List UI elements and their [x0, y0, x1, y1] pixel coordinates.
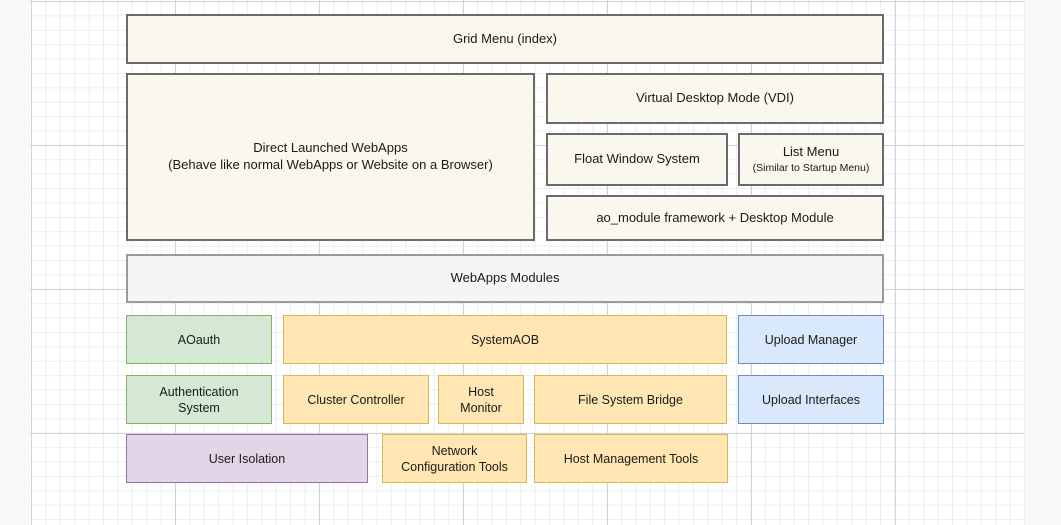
node-grid-menu-label: Grid Menu (index) [452, 30, 558, 46]
node-host-monitor[interactable]: Host Monitor [438, 375, 524, 424]
node-authentication-system-label-line1: Authentication [159, 384, 239, 399]
node-host-management-tools[interactable]: Host Management Tools [534, 434, 728, 483]
node-aoauth[interactable]: AOauth [126, 315, 272, 364]
node-aoauth-label: AOauth [177, 332, 221, 347]
node-user-isolation-label: User Isolation [208, 451, 286, 466]
node-upload-manager[interactable]: Upload Manager [738, 315, 884, 364]
node-cluster-controller-label: Cluster Controller [307, 392, 405, 407]
node-direct-launched-webapps-sublabel: (Behave like normal WebApps or Website o… [168, 157, 493, 172]
node-direct-launched-webapps-label: Direct Launched WebApps [253, 140, 408, 156]
node-grid-menu[interactable]: Grid Menu (index) [126, 14, 884, 64]
node-network-configuration-tools-label-line2: Configuration Tools [401, 459, 508, 474]
node-virtual-desktop-mode[interactable]: Virtual Desktop Mode (VDI) [546, 73, 884, 124]
node-file-system-bridge[interactable]: File System Bridge [534, 375, 727, 424]
node-host-management-tools-label: Host Management Tools [563, 451, 699, 466]
node-direct-launched-webapps[interactable]: Direct Launched WebApps (Behave like nor… [126, 73, 535, 241]
node-list-menu[interactable]: List Menu (Similar to Startup Menu) [738, 133, 884, 186]
node-virtual-desktop-mode-label: Virtual Desktop Mode (VDI) [636, 90, 794, 106]
node-ao-module-framework-label: ao_module framework + Desktop Module [596, 209, 834, 225]
node-list-menu-sublabel: (Similar to Startup Menu) [752, 161, 870, 174]
node-webapps-modules[interactable]: WebApps Modules [126, 254, 884, 303]
node-upload-manager-label: Upload Manager [764, 332, 858, 347]
node-authentication-system-label-line2: System [178, 400, 220, 415]
node-user-isolation[interactable]: User Isolation [126, 434, 368, 483]
node-ao-module-framework[interactable]: ao_module framework + Desktop Module [546, 195, 884, 241]
node-upload-interfaces[interactable]: Upload Interfaces [738, 375, 884, 424]
node-upload-interfaces-label: Upload Interfaces [762, 392, 860, 407]
node-system-aob[interactable]: SystemAOB [283, 315, 727, 364]
node-system-aob-label: SystemAOB [470, 332, 540, 347]
node-cluster-controller[interactable]: Cluster Controller [283, 375, 429, 424]
node-float-window-system[interactable]: Float Window System [546, 133, 728, 186]
node-host-monitor-label-line2: Monitor [460, 400, 502, 415]
node-webapps-modules-label: WebApps Modules [450, 270, 560, 286]
node-authentication-system[interactable]: Authentication System [126, 375, 272, 424]
node-float-window-system-label: Float Window System [574, 151, 700, 167]
node-host-monitor-label-line1: Host [468, 384, 494, 399]
node-network-configuration-tools-label-line1: Network [431, 443, 478, 458]
node-list-menu-label: List Menu [782, 143, 840, 159]
node-file-system-bridge-label: File System Bridge [578, 392, 683, 407]
node-network-configuration-tools[interactable]: Network Configuration Tools [382, 434, 527, 483]
